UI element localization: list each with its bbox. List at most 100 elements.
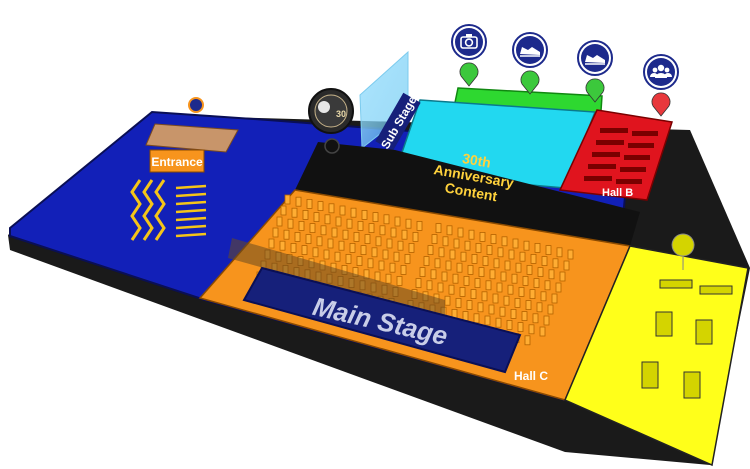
- main-stage[interactable]: [242, 266, 522, 374]
- marker-meetup[interactable]: [643, 54, 679, 117]
- seat: [290, 242, 297, 253]
- sneaker-icon: [585, 55, 605, 65]
- seat: [456, 262, 463, 273]
- seat: [544, 280, 551, 291]
- seat: [486, 245, 493, 256]
- seat: [316, 236, 323, 247]
- seat: [423, 256, 430, 267]
- seat: [534, 242, 541, 253]
- seat: [453, 238, 460, 249]
- seat: [434, 258, 441, 269]
- seat: [518, 286, 525, 297]
- seat: [460, 251, 467, 262]
- seat: [563, 260, 570, 271]
- seat: [442, 236, 449, 247]
- anniversary-pin[interactable]: [324, 138, 340, 154]
- seat: [331, 227, 338, 238]
- seat: [485, 280, 492, 291]
- seat: [349, 242, 356, 253]
- seat: [431, 234, 438, 245]
- hall-b-label: Hall B: [602, 187, 633, 199]
- seat: [493, 258, 500, 269]
- seat: [473, 313, 480, 324]
- seat: [328, 203, 335, 214]
- seat: [335, 216, 342, 227]
- seat: [547, 304, 554, 315]
- seat: [360, 245, 367, 256]
- seat: [312, 247, 319, 258]
- seat: [382, 249, 389, 260]
- seat: [393, 251, 400, 262]
- map-pin-icon: [520, 70, 540, 95]
- seat: [295, 196, 302, 207]
- seat: [457, 227, 464, 238]
- seat: [305, 234, 312, 245]
- seat: [515, 262, 522, 273]
- seat: [470, 289, 477, 300]
- map-pin-icon: [585, 78, 605, 103]
- seat: [479, 231, 486, 242]
- seat: [521, 311, 528, 322]
- seat: [481, 291, 488, 302]
- seat: [379, 225, 386, 236]
- entrance-label: Entrance: [151, 155, 203, 169]
- seat: [339, 205, 346, 216]
- seat: [517, 322, 524, 333]
- seat: [350, 207, 357, 218]
- seat: [327, 238, 334, 249]
- seat: [514, 297, 521, 308]
- seat: [526, 264, 533, 275]
- seat: [508, 249, 515, 260]
- seat: [291, 207, 298, 218]
- hall-b-seats: [584, 128, 658, 184]
- seat: [503, 295, 510, 306]
- seat: [484, 315, 491, 326]
- seat: [268, 238, 275, 249]
- seat: [471, 253, 478, 264]
- marker-shoe-1[interactable]: [512, 32, 548, 95]
- seat: [416, 220, 423, 231]
- seat: [345, 253, 352, 264]
- seat: [490, 234, 497, 245]
- seat: [353, 231, 360, 242]
- seat: [401, 229, 408, 240]
- seat: [320, 225, 327, 236]
- people-icon: [650, 64, 672, 78]
- seat: [371, 247, 378, 258]
- anniversary-content-zone[interactable]: [295, 142, 640, 246]
- marker-photo[interactable]: [451, 24, 487, 87]
- yellow-zone[interactable]: [564, 245, 749, 467]
- seat: [342, 229, 349, 240]
- seat: [510, 308, 517, 319]
- seat: [567, 249, 574, 260]
- seat: [378, 260, 385, 271]
- seat: [361, 209, 368, 220]
- seat: [427, 245, 434, 256]
- badge-number: 30: [336, 109, 346, 119]
- seat: [523, 240, 530, 251]
- seat: [430, 269, 437, 280]
- marker-shoe-2[interactable]: [577, 40, 613, 103]
- stage-shadow: [228, 238, 445, 318]
- seat: [404, 253, 411, 264]
- seat: [552, 258, 559, 269]
- seat: [394, 216, 401, 227]
- seat: [536, 302, 543, 313]
- entrance-pin[interactable]: [188, 97, 204, 113]
- camera-icon: [460, 34, 478, 49]
- seat: [405, 218, 412, 229]
- seat: [463, 275, 470, 286]
- seat: [323, 249, 330, 260]
- marker-layer: [451, 24, 679, 117]
- seat: [324, 214, 331, 225]
- seat: [525, 300, 532, 311]
- currency-emblem-icon: [318, 101, 330, 113]
- seat: [338, 240, 345, 251]
- seat: [446, 225, 453, 236]
- seat: [412, 231, 419, 242]
- yellow-zone-pin[interactable]: [671, 233, 695, 271]
- seat: [294, 231, 301, 242]
- seat: [478, 267, 485, 278]
- anniversary-badge[interactable]: 30: [308, 88, 354, 134]
- seat: [386, 238, 393, 249]
